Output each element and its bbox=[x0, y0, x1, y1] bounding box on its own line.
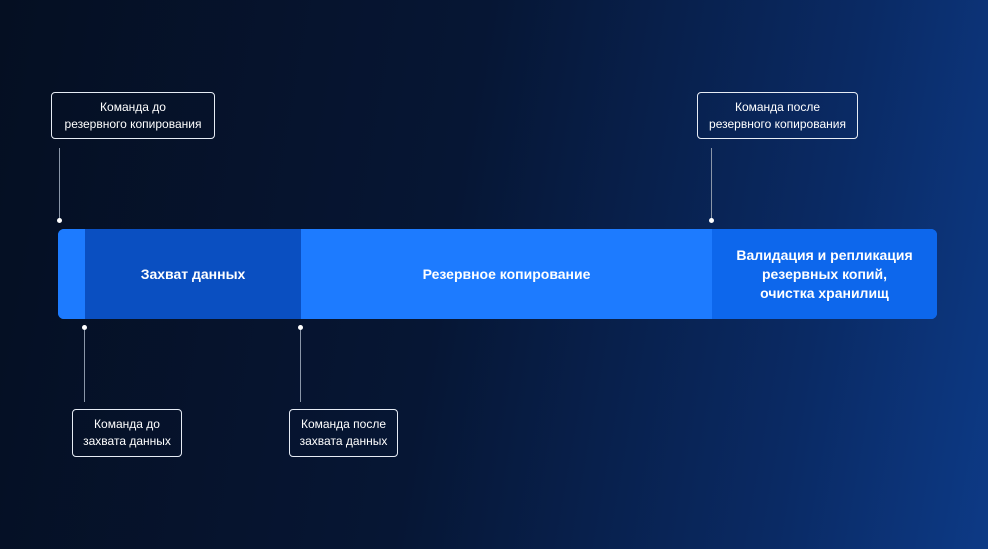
connector-post-capture bbox=[300, 330, 301, 402]
segment-backup: Резервное копирование bbox=[301, 229, 712, 319]
marker-dot-pre-capture bbox=[82, 325, 87, 330]
connector-post-backup bbox=[711, 148, 712, 220]
segment-data-capture: Захват данных bbox=[85, 229, 301, 319]
segment-pre-capture bbox=[58, 229, 85, 319]
connector-pre-capture bbox=[84, 330, 85, 402]
callout-pre-backup: Команда до резервного копирования bbox=[51, 92, 215, 139]
timeline-bar: Захват данных Резервное копирование Вали… bbox=[58, 229, 937, 319]
marker-dot-pre-backup bbox=[57, 218, 62, 223]
segment-validation: Валидация и репликация резервных копий, … bbox=[712, 229, 937, 319]
connector-pre-backup bbox=[59, 148, 60, 220]
callout-post-backup: Команда после резервного копирования bbox=[697, 92, 858, 139]
marker-dot-post-capture bbox=[298, 325, 303, 330]
marker-dot-post-backup bbox=[709, 218, 714, 223]
callout-post-capture: Команда после захвата данных bbox=[289, 409, 398, 457]
callout-pre-capture: Команда до захвата данных bbox=[72, 409, 182, 457]
